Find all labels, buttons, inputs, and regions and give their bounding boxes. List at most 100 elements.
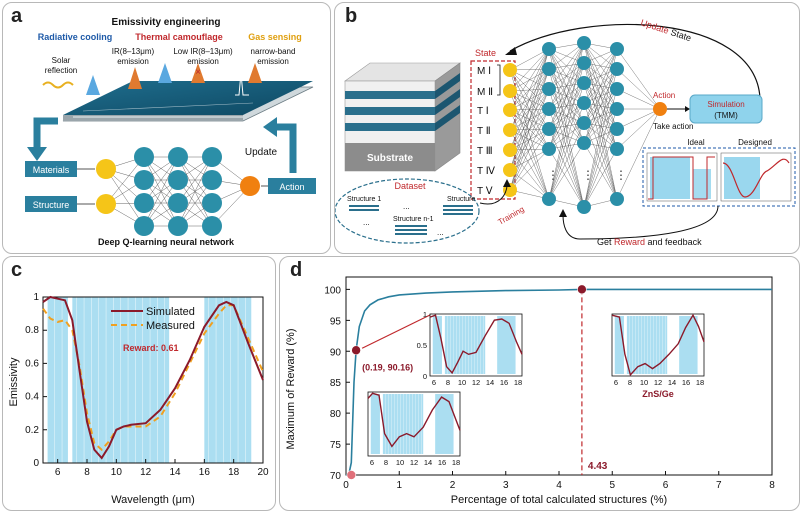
b-take-action: Take action — [653, 122, 693, 131]
b-substrate-stack — [344, 62, 461, 172]
a-title: Emissivity engineering — [112, 17, 221, 28]
b-edge — [548, 42, 585, 110]
b-designed-plot — [720, 152, 792, 202]
a-node — [134, 193, 154, 213]
a-reflection-arrow — [86, 75, 100, 95]
a-structure-label: Structure — [33, 200, 70, 210]
d-inset-2-band — [435, 394, 454, 454]
b-dataset-label: Dataset — [394, 181, 426, 191]
b-state-box — [470, 60, 516, 200]
d-inset-3-xtick-label: 10 — [640, 378, 648, 387]
d-inset-3-xtick-label: 14 — [668, 378, 676, 387]
a-node — [168, 216, 188, 236]
b-edge — [509, 48, 550, 111]
a-materials-label: Materials — [33, 165, 70, 175]
b-edge — [583, 88, 618, 144]
b-edge — [509, 48, 550, 151]
a-lowir-arrow — [191, 63, 205, 83]
a-edge — [105, 168, 145, 227]
b-edge — [548, 42, 585, 90]
c-legend-simulated: Simulated — [146, 306, 195, 318]
d-inset-1-curve — [429, 314, 523, 375]
b-node — [503, 123, 517, 137]
b-node — [503, 163, 517, 177]
b-state-title: State — [475, 48, 496, 58]
d-inset-1-band — [444, 316, 486, 374]
b-edge — [548, 42, 585, 200]
c-ideal-band — [204, 297, 252, 463]
d-ytick-label: 95 — [330, 316, 342, 327]
b-ellipsis: ⋮ — [615, 168, 627, 182]
c-xlabel: Wavelength (μm) — [111, 494, 195, 506]
d-inset-3-band — [679, 316, 698, 374]
b-edge — [548, 42, 585, 70]
b-edge — [583, 42, 618, 200]
a-ir-arrow — [128, 67, 142, 89]
b-node — [542, 102, 556, 116]
a-edge — [105, 156, 145, 205]
b-edge — [583, 108, 618, 144]
d-inset-1-ytick-label: 0 — [423, 372, 427, 381]
c-ytick-label: 0.8 — [25, 325, 39, 336]
c-xtick-label: 14 — [169, 467, 181, 478]
a-app-camouflage: Thermal camouflage — [135, 32, 223, 42]
d-inset-1-xtick-label: 14 — [486, 378, 494, 387]
d-inset-2-xtick-label: 10 — [396, 458, 404, 467]
b-edge — [509, 48, 550, 191]
d-inset-3-xtick-label: 18 — [696, 378, 704, 387]
a-node — [134, 170, 154, 190]
a-block-mark: × — [195, 67, 201, 78]
d-inset-1-ytick-label: 0.5 — [417, 341, 427, 350]
b-dots-1: ... — [403, 202, 410, 211]
b-edge — [509, 48, 550, 131]
b-ideal-plot — [646, 152, 718, 202]
d-inset-2-xtick-label: 14 — [424, 458, 432, 467]
b-node — [610, 142, 624, 156]
d-xtick-label: 3 — [503, 480, 509, 491]
a-lowir-2: emission — [187, 57, 219, 66]
d-inset-2-xtick-label: 18 — [452, 458, 460, 467]
b-edge — [548, 42, 585, 130]
d-xtick-label: 5 — [609, 480, 615, 491]
b-node — [577, 56, 591, 70]
b-node — [610, 82, 624, 96]
c-ytick-label: 0 — [33, 458, 39, 469]
b-node — [542, 142, 556, 156]
a-node — [96, 159, 116, 179]
b-layer-label: M Ⅱ — [477, 87, 493, 98]
b-edge — [616, 68, 661, 110]
b-simulation-box — [689, 94, 763, 124]
d-xlabel: Percentage of total calculated structure… — [451, 494, 667, 506]
b-edge — [616, 48, 661, 110]
panel-a-figure: Emissivity engineering Radiative cooling… — [25, 17, 316, 247]
b-edge — [583, 128, 618, 208]
a-node — [168, 193, 188, 213]
a-update-arrowhead — [263, 117, 277, 137]
d-inset-3-xtick-label: 6 — [614, 378, 618, 387]
b-training-arrow — [479, 184, 508, 205]
b-node — [610, 122, 624, 136]
b-node — [577, 136, 591, 150]
d-xtick-label: 1 — [396, 480, 402, 491]
d-inset-2-band — [382, 394, 424, 454]
b-spectra-box — [642, 147, 796, 207]
d-inset-1-band — [432, 316, 442, 374]
d-inset-3-band — [614, 316, 624, 374]
d-ytick-label: 70 — [330, 471, 342, 482]
d-inset-2-xtick-label: 6 — [370, 458, 374, 467]
b-edge — [509, 109, 550, 200]
b-node — [542, 42, 556, 56]
b-edge — [616, 108, 661, 200]
b-layer-label: T Ⅱ — [477, 126, 491, 137]
c-ytick-label: 0.6 — [25, 358, 39, 369]
b-simulation-label: Simulation — [707, 100, 744, 109]
a-update-arrow — [275, 123, 297, 173]
b-dataset-ellipse — [335, 178, 480, 244]
a-edge — [143, 156, 179, 227]
c-xtick-label: 20 — [257, 467, 269, 478]
